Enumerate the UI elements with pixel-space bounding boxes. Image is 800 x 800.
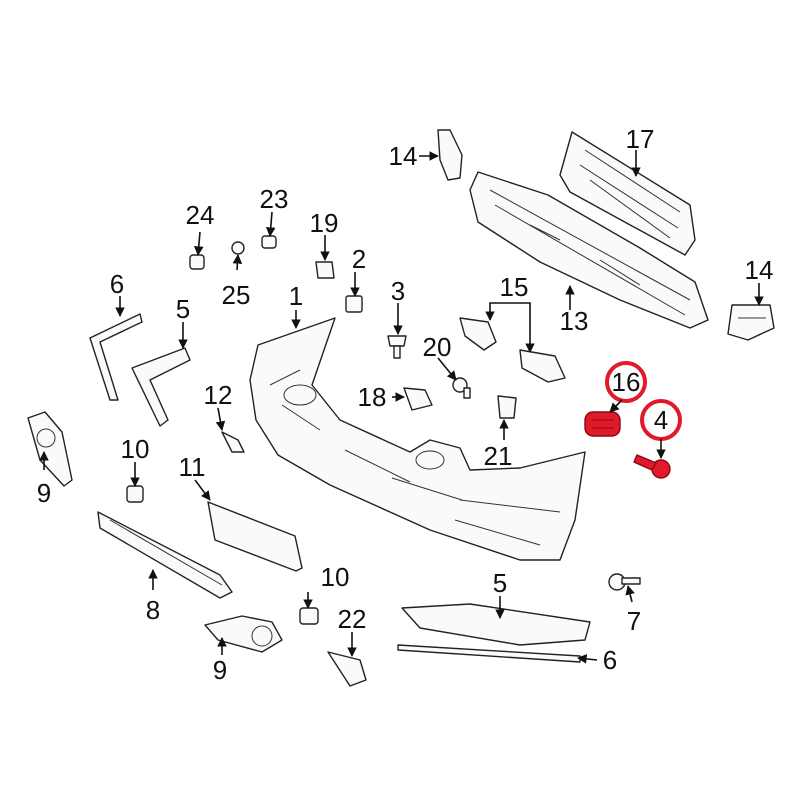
callout-3: 3 (391, 276, 405, 306)
part-14-bracket-right[interactable] (727, 304, 775, 341)
callout-24: 24 (186, 200, 215, 230)
part-20-screw[interactable] (452, 377, 471, 399)
part-10-nut-lower[interactable] (299, 607, 319, 625)
callout-23: 23 (260, 184, 289, 214)
part-5-trim-lower[interactable] (401, 603, 591, 646)
callout-4: 4 (654, 405, 668, 435)
callout-25: 25 (222, 280, 251, 310)
part-25-grommet[interactable] (231, 241, 245, 255)
part-21-clip[interactable] (497, 395, 517, 419)
callout-9-upper: 9 (37, 478, 51, 508)
callout-5-lower: 5 (493, 568, 507, 598)
part-10-nut-upper[interactable] (126, 485, 144, 503)
part-9-fog-bracket-lower[interactable] (204, 615, 283, 653)
callout-14-right: 14 (745, 255, 774, 285)
callout-14-left: 14 (389, 141, 418, 171)
callout-10-upper: 10 (121, 434, 150, 464)
part-7-bolt[interactable] (608, 573, 641, 591)
callout-1: 1 (289, 281, 303, 311)
part-16-highlighted-pad[interactable] (584, 411, 621, 437)
callout-12: 12 (204, 380, 233, 410)
leader-lines (39, 150, 764, 664)
callout-13: 13 (560, 306, 589, 336)
callout-labels: 14 17 14 13 15 1 2 3 20 18 21 19 23 24 2… (37, 124, 774, 685)
callout-16-ring (605, 361, 647, 403)
part-23-clip[interactable] (261, 235, 277, 249)
part-13-reinforcement[interactable] (469, 171, 709, 329)
part-6-trim-left[interactable] (89, 313, 143, 401)
part-11-license-bracket[interactable] (207, 501, 303, 572)
part-15-bracket-upper[interactable] (459, 317, 497, 351)
callout-6-left: 6 (110, 269, 124, 299)
part-9-fog-bracket-upper[interactable] (27, 411, 73, 487)
part-15-bracket-lower[interactable] (519, 349, 566, 383)
callout-15: 15 (500, 272, 529, 302)
callout-16: 16 (612, 367, 641, 397)
part-8-lower-strip[interactable] (97, 511, 233, 599)
callout-11: 11 (179, 452, 206, 482)
part-18-clip[interactable] (403, 387, 433, 411)
part-4-highlighted-bolt[interactable] (633, 454, 671, 479)
part-22-sensor[interactable] (327, 651, 367, 687)
part-14-bracket-left[interactable] (437, 129, 463, 181)
callout-20: 20 (423, 332, 452, 362)
part-19-clip[interactable] (315, 261, 335, 279)
callout-9-lower: 9 (213, 655, 227, 685)
part-1-bumper-cover[interactable] (249, 317, 586, 561)
part-3-screw[interactable] (387, 335, 407, 359)
callout-18: 18 (358, 382, 387, 412)
part-17-support-frame[interactable] (559, 131, 696, 256)
callout-7: 7 (627, 606, 641, 636)
part-2-clip[interactable] (345, 295, 363, 313)
part-12-clip[interactable] (221, 431, 245, 453)
callout-5-left: 5 (176, 294, 190, 324)
callout-6-lower: 6 (603, 645, 617, 675)
callout-22: 22 (338, 604, 367, 634)
part-5-trim-left[interactable] (131, 347, 191, 427)
callout-10-lower: 10 (321, 562, 350, 592)
callout-21: 21 (484, 441, 513, 471)
callout-17: 17 (626, 124, 655, 154)
callout-2: 2 (352, 244, 366, 274)
part-6-trim-lower[interactable] (397, 644, 581, 663)
callout-19: 19 (310, 208, 339, 238)
part-24-clip[interactable] (189, 254, 205, 270)
callout-8: 8 (146, 595, 160, 625)
